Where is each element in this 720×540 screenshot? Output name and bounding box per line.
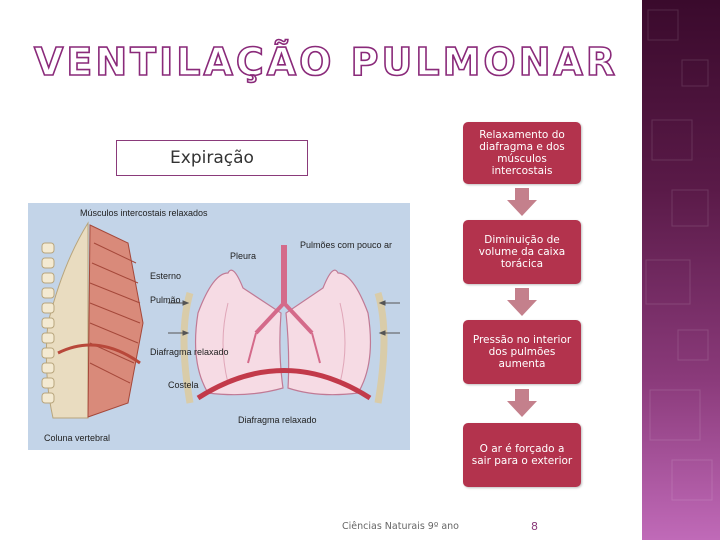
decorative-pattern — [645, 9, 713, 501]
label-diafragma-center: Diafragma relaxado — [238, 415, 317, 425]
down-arrow-icon — [507, 389, 537, 417]
down-arrow-icon — [507, 188, 537, 216]
label-pulmoes: Pulmões com pouco ar — [300, 240, 392, 250]
label-coluna: Coluna vertebral — [44, 433, 110, 443]
step-relaxamento: Relaxamento do diafragma e dos músculos … — [463, 122, 581, 184]
label-diafragma-left: Diafragma relaxado — [150, 347, 229, 357]
footer-text: Ciências Naturais 9º ano — [342, 521, 459, 532]
down-arrow-icon — [507, 288, 537, 316]
decorative-side-band — [642, 0, 720, 540]
side-view-ribcage — [41, 221, 144, 419]
phase-label: Expiração — [116, 140, 308, 176]
step-diminuicao: Diminuição de volume da caixa torácica — [463, 220, 581, 284]
step-ar-forcado: O ar é forçado a sair para o exterior — [463, 423, 581, 487]
label-costela: Costela — [168, 380, 199, 390]
front-view-lungs — [168, 245, 400, 404]
label-esterno: Esterno — [150, 271, 181, 281]
label-pleura: Pleura — [230, 251, 256, 261]
label-pulmao: Pulmão — [150, 295, 181, 305]
respiratory-diagram: Músculos intercostais relaxados Pleura P… — [28, 203, 410, 450]
slide-title: VENTILAÇÃO PULMONAR — [33, 39, 619, 85]
label-intercostais: Músculos intercostais relaxados — [80, 208, 208, 218]
page-number: 8 — [531, 520, 538, 533]
step-pressao: Pressão no interior dos pulmões aumenta — [463, 320, 581, 384]
